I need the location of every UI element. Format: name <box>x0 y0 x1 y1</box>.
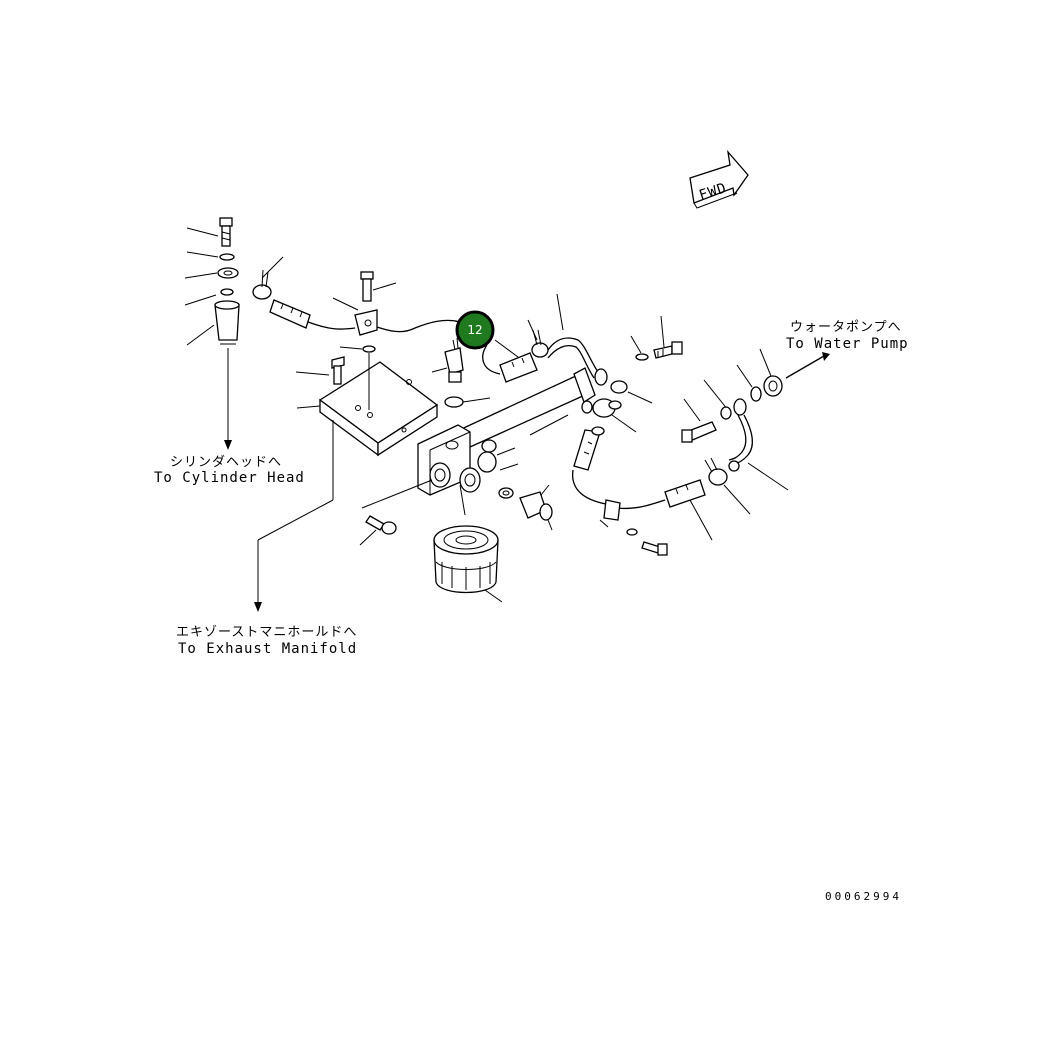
upper-left-hose <box>252 256 356 330</box>
water-pump-en-label: To Water Pump <box>786 336 909 352</box>
exhaust-manifold-jp-label: エキゾーストマニホールドへ <box>176 625 357 640</box>
central-pipe <box>454 367 653 448</box>
right-fittings <box>681 348 830 515</box>
temperature-sensor <box>431 337 464 383</box>
cylinder-head-en-label: To Cylinder Head <box>154 470 305 486</box>
upper-right-bolt <box>630 315 683 361</box>
middle-hose <box>482 319 549 383</box>
drain-valve <box>519 484 553 531</box>
cylinder-head-jp-label: シリンダヘッドへ <box>170 455 282 470</box>
upper-pipe <box>547 293 608 386</box>
water-pump-jp-label: ウォータポンプへ <box>790 320 902 335</box>
lower-right-hose <box>572 426 713 556</box>
left-banjo-stack <box>184 217 240 450</box>
exhaust-manifold-en-label: To Exhaust Manifold <box>178 641 357 657</box>
filter-head <box>361 396 519 516</box>
mounting-plate <box>254 353 439 612</box>
callout-number: 12 <box>467 323 482 337</box>
filter-cartridge <box>433 525 503 603</box>
lower-left-bolt <box>359 515 397 546</box>
drawing-number: 00062994 <box>825 890 902 903</box>
callout-12[interactable]: 12 <box>455 310 495 350</box>
fwd-arrow: FWD <box>689 149 749 209</box>
center-clamp-bolt <box>332 271 461 353</box>
